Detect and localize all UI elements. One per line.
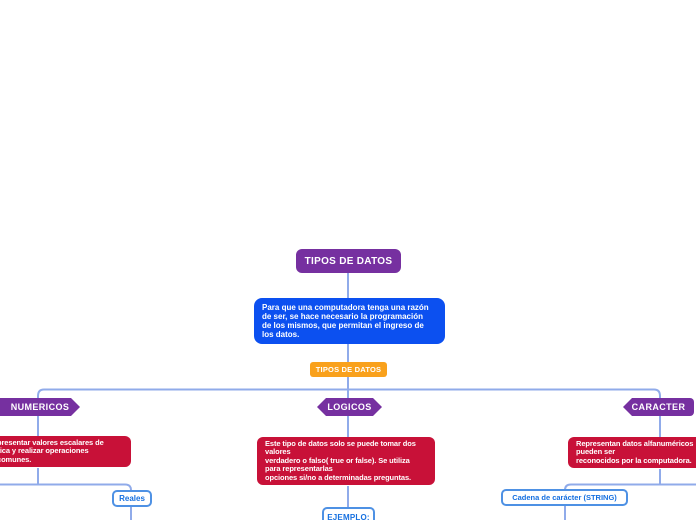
desc-node-caracter[interactable]: Representan datos alfanuméricos pueden s…	[568, 437, 696, 469]
branch-caracter-label: CARACTER	[631, 402, 686, 412]
connector-branch-rail	[37, 388, 661, 398]
root-node[interactable]: TIPOS DE DATOS	[296, 249, 401, 273]
root-node-label: TIPOS DE DATOS	[304, 255, 393, 267]
branch-node-numericos[interactable]: NUMERICOS	[0, 398, 80, 416]
desc-node-logicos[interactable]: Este tipo de datos solo se puede tomar d…	[257, 437, 435, 485]
intro-node[interactable]: Para que una computadora tenga una razón…	[254, 298, 445, 344]
child-reales-label: Reales	[119, 494, 145, 503]
child-node-reales[interactable]: Reales	[112, 490, 152, 507]
subtitle-node[interactable]: TIPOS DE DATOS	[310, 362, 387, 377]
child-node-cadena-string[interactable]: Cadena de carácter (STRING)	[501, 489, 628, 506]
branch-numericos-label: NUMERICOS	[10, 402, 70, 412]
child-cadena-label: Cadena de carácter (STRING)	[512, 493, 617, 502]
child-node-ejemplo[interactable]: EJEMPLO:	[322, 507, 375, 520]
branch-node-logicos[interactable]: LOGICOS	[317, 398, 382, 416]
desc-node-numericos[interactable]: presentar valores escalares de rica y re…	[0, 436, 131, 468]
branch-node-caracter[interactable]: CARACTER	[623, 398, 694, 416]
child-ejemplo-label: EJEMPLO:	[327, 512, 370, 520]
subtitle-node-label: TIPOS DE DATOS	[315, 365, 382, 374]
branch-logicos-label: LOGICOS	[327, 402, 372, 412]
